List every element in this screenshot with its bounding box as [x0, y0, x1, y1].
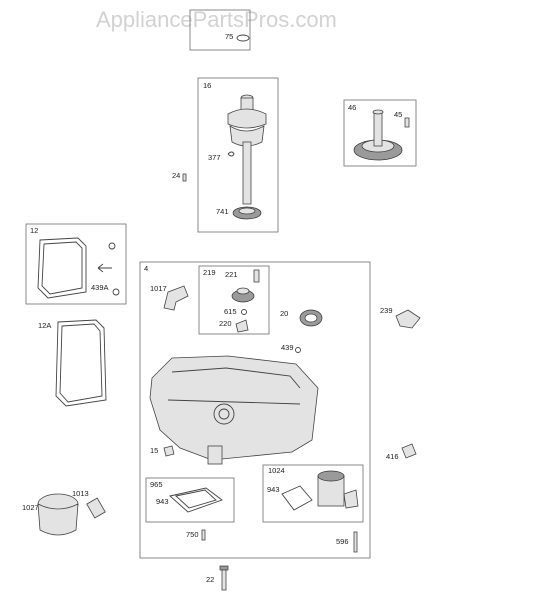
- part-239-sensor: [395, 309, 421, 329]
- crank-web: [229, 125, 265, 147]
- sump-flange-line: [167, 399, 301, 405]
- group-46-camshaft: 46 45: [343, 99, 417, 167]
- part-596-bolt: [353, 531, 358, 553]
- seal-20-bore: [304, 313, 318, 323]
- label-45: 45: [394, 110, 402, 119]
- group-12-gasket: 12 439A: [25, 223, 127, 305]
- part-22-bolt: [221, 567, 227, 591]
- box-12: [25, 223, 127, 305]
- oil-pump-port: [343, 489, 359, 509]
- part-943-oring-gasket: [281, 485, 313, 511]
- gasket-12A-inner: [59, 323, 103, 403]
- group-4-sump: 4 1017 219 221 615 220 20 439 15: [139, 261, 371, 559]
- gasket-12-inner: [41, 241, 83, 295]
- part-24-pin: [182, 173, 187, 182]
- part-615-washer: [241, 309, 247, 315]
- sump-foot: [207, 445, 223, 465]
- box-46: [343, 99, 417, 167]
- part-1027-oil-filter: [37, 503, 79, 536]
- part-4-sump-body: [149, 355, 319, 461]
- governor-gear-top: [236, 287, 250, 295]
- box-965: [145, 477, 235, 523]
- label-221: 221: [225, 270, 238, 279]
- gasket-943-inner: [175, 489, 217, 509]
- label-24: 24: [172, 171, 180, 180]
- label-943a: 943: [156, 497, 169, 506]
- label-439A: 439A: [91, 283, 109, 292]
- group-75: 75: [189, 9, 251, 51]
- label-741: 741: [216, 207, 229, 216]
- label-12: 12: [30, 226, 38, 235]
- sump-rim-line: [171, 367, 301, 389]
- crank-shaft: [242, 141, 252, 205]
- box-16: [197, 77, 279, 233]
- part-12-seal: [108, 242, 116, 250]
- arrow-icon: [97, 263, 112, 273]
- label-20: 20: [280, 309, 288, 318]
- label-15: 15: [150, 446, 158, 455]
- cam-shaft-end: [372, 109, 384, 115]
- part-15-drain-plug: [163, 445, 175, 457]
- label-16: 16: [203, 81, 211, 90]
- group-1027-oil-filter: 1027 1013: [22, 489, 106, 536]
- crank-counterweight: [227, 108, 267, 129]
- label-239: 239: [380, 306, 393, 315]
- part-1017-bracket: [163, 285, 189, 311]
- label-75: 75: [225, 32, 233, 41]
- group-16-crankshaft: 16 377 741: [197, 77, 279, 233]
- group-12A: 12A: [38, 319, 107, 407]
- box-4: [139, 261, 371, 559]
- watermark-text: AppliancePartsPros.com: [96, 7, 337, 32]
- label-377: 377: [208, 153, 221, 162]
- label-1024: 1024: [268, 466, 285, 475]
- label-46: 46: [348, 103, 356, 112]
- group-22: 22: [206, 565, 229, 591]
- part-943-gasket: [169, 487, 223, 513]
- gear-741-bore: [238, 207, 256, 215]
- group-239: 239: [380, 306, 421, 329]
- box-75: [189, 9, 251, 51]
- part-75-washer: [236, 34, 250, 42]
- label-1017: 1017: [150, 284, 167, 293]
- label-22: 22: [206, 575, 214, 584]
- part-439-oring: [295, 347, 301, 353]
- group-416: 416: [386, 443, 417, 461]
- label-1013: 1013: [72, 489, 89, 498]
- sump-bearing-bore: [218, 408, 230, 420]
- oil-pump-top: [317, 470, 345, 482]
- label-596: 596: [336, 537, 349, 546]
- label-1027: 1027: [22, 503, 39, 512]
- part-439A-oring: [112, 288, 120, 296]
- label-12A: 12A: [38, 321, 51, 330]
- box-219: [198, 265, 270, 335]
- label-219: 219: [203, 268, 216, 277]
- part-377-key: [227, 151, 235, 157]
- label-220: 220: [219, 319, 232, 328]
- label-750: 750: [186, 530, 199, 539]
- label-416: 416: [386, 452, 399, 461]
- box-1024: [262, 464, 364, 523]
- bolt-22-head: [219, 565, 229, 571]
- label-943b: 943: [267, 485, 280, 494]
- group-24: 24: [172, 171, 187, 182]
- part-45-pin: [404, 117, 410, 128]
- label-615: 615: [224, 307, 237, 316]
- part-750-bolt: [201, 529, 206, 541]
- part-12-gasket: [37, 237, 87, 299]
- part-1013-nipple: [86, 497, 106, 519]
- part-12A-gasket: [55, 319, 107, 407]
- part-416-fitting: [401, 443, 417, 459]
- label-4: 4: [144, 264, 148, 273]
- label-965: 965: [150, 480, 163, 489]
- label-439: 439: [281, 343, 294, 352]
- part-221-shaft: [253, 269, 260, 283]
- sump-bearing-boss: [213, 403, 235, 425]
- cam-lobe-shaft: [373, 111, 383, 147]
- part-220-spool: [235, 319, 249, 333]
